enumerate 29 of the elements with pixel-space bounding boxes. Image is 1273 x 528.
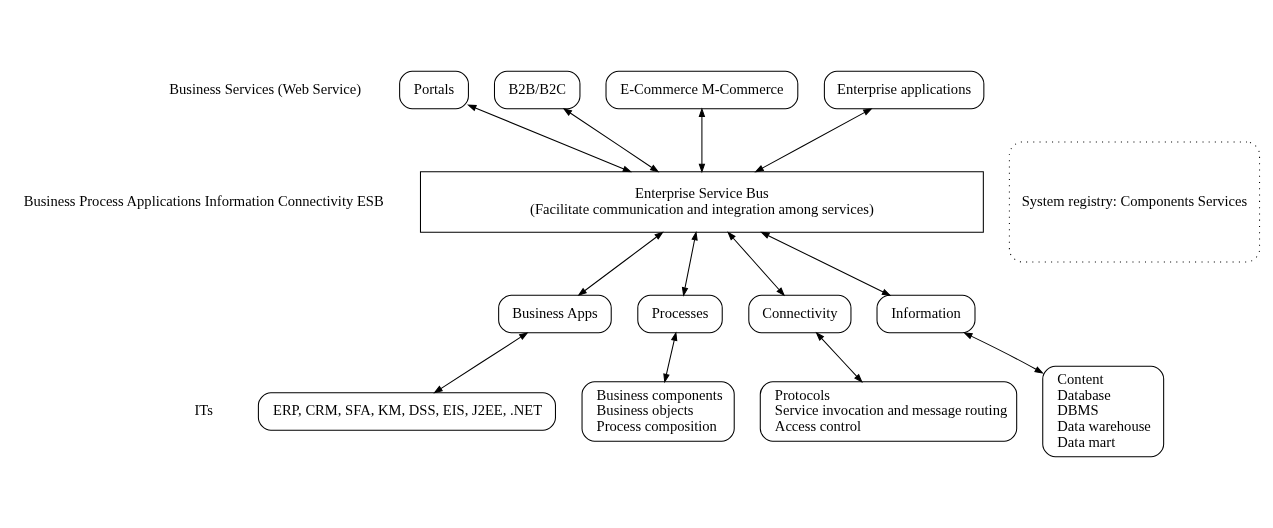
arrow xyxy=(698,107,706,174)
node-box: Content Database DBMS Data warehouse Data mart xyxy=(1042,365,1165,458)
arrow xyxy=(727,231,786,297)
label: Business Process Applications Information Connectivity ESB xyxy=(23,192,384,209)
arrow xyxy=(562,108,660,173)
node-box: Processes xyxy=(637,294,723,334)
node-box: Enterprise Service Bus (Facilitate communication and integration among services) xyxy=(419,171,984,233)
arrow xyxy=(433,332,529,394)
node-box: Business Apps xyxy=(498,294,612,334)
arrow xyxy=(681,230,698,297)
label: ITs xyxy=(194,402,213,419)
node-box: Portals xyxy=(399,70,469,110)
node-box: Connectivity xyxy=(748,294,852,334)
arrow xyxy=(577,231,664,297)
arrow xyxy=(815,331,863,383)
arrow xyxy=(663,331,678,384)
node-box: System registry: Components Services xyxy=(1008,141,1261,263)
node-box: Enterprise applications xyxy=(823,70,985,110)
node-box: Business components Business objects Process composition xyxy=(581,381,735,442)
arrow xyxy=(963,332,1044,374)
arrow xyxy=(760,231,892,296)
node-box: Protocols Service invocation and message routing Access control xyxy=(759,381,1018,442)
label: Business Services (Web Service) xyxy=(169,80,362,97)
node-box: E-Commerce M-Commerce xyxy=(605,70,799,110)
node-box: B2B/B2C xyxy=(493,70,581,110)
arrow xyxy=(467,104,633,173)
node-box: ERP, CRM, SFA, KM, DSS, EIS, J2EE, .NET xyxy=(257,392,556,431)
node-box: Information xyxy=(876,294,976,334)
arrow xyxy=(754,108,873,173)
